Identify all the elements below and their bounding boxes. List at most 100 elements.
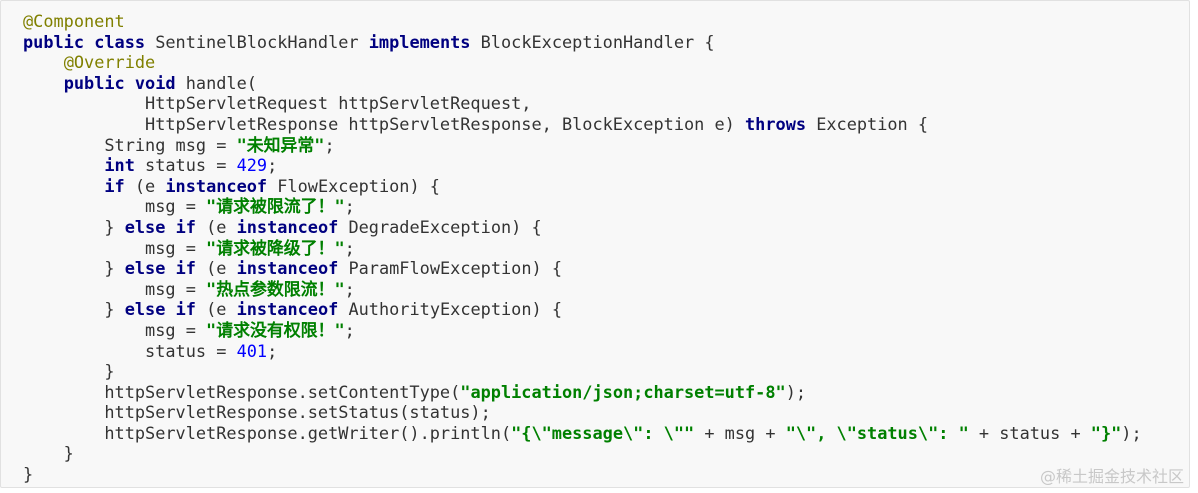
code-token-plain: (e [124, 175, 166, 196]
code-token-plain: msg = [23, 237, 207, 258]
code-token-kw: instanceof [236, 216, 339, 237]
code-token-str: "请求被降级了！" [206, 237, 345, 258]
code-token-plain [165, 258, 175, 278]
code-token-plain: msg = [23, 196, 207, 217]
code-token-kw: if [175, 299, 196, 320]
code-token-plain: ; [344, 319, 355, 340]
code-token-plain: } [23, 361, 115, 382]
code-token-kw: else [124, 258, 166, 279]
code-token-plain: ; [267, 340, 278, 361]
code-token-plain: String msg = [23, 134, 237, 155]
code-token-kw: instanceof [236, 299, 339, 320]
code-line: @Override [23, 52, 1142, 73]
code-token-plain: ); [785, 381, 807, 402]
code-token-plain [23, 52, 64, 72]
code-token-str: "application/json;charset=utf-8" [460, 381, 786, 402]
code-line: msg = "请求没有权限！"; [23, 320, 1142, 341]
code-line: msg = "请求被限流了！"; [23, 196, 1142, 217]
code-token-plain: msg = [23, 278, 207, 299]
code-token-plain: ; [324, 134, 335, 155]
code-token-plain: (e [195, 216, 237, 237]
code-line: if (e instanceof FlowException) { [23, 176, 1142, 197]
code-token-kw: if [175, 216, 196, 237]
code-line: } else if (e instanceof DegradeException… [23, 217, 1142, 238]
code-token-plain: ); [1121, 422, 1142, 443]
code-token-kw: class [94, 31, 146, 52]
code-token-kw: void [134, 72, 176, 93]
code-token-plain: DegradeException) { [338, 216, 542, 237]
code-line: String msg = "未知异常"; [23, 135, 1142, 156]
code-token-plain: } [23, 216, 125, 237]
code-token-plain [23, 73, 64, 93]
code-token-plain: httpServletResponse.setContentType( [23, 381, 461, 402]
code-token-plain: ParamFlowException) { [338, 258, 563, 279]
code-token-plain: + status + [968, 422, 1091, 443]
code-token-kw: public [23, 31, 85, 52]
code-token-plain: HttpServletResponse httpServletResponse,… [23, 113, 746, 134]
code-token-ann: @Component [23, 11, 125, 31]
code-line: HttpServletRequest httpServletRequest, [23, 93, 1142, 114]
code-line: } [23, 464, 1142, 485]
code-line: httpServletResponse.setContentType("appl… [23, 382, 1142, 403]
site-watermark: @稀土掘金技术社区 [1039, 467, 1184, 486]
code-token-str: "未知异常" [236, 134, 325, 155]
code-token-plain: ; [344, 278, 355, 299]
code-token-plain [23, 155, 104, 175]
code-token-kw: instanceof [236, 258, 339, 279]
code-token-plain: BlockExceptionHandler { [470, 31, 715, 52]
code-token-kw: public [63, 72, 125, 93]
code-token-plain [165, 217, 175, 237]
code-line: httpServletResponse.setStatus(status); [23, 402, 1142, 423]
code-token-str: "}" [1090, 422, 1122, 443]
code-token-plain: ; [267, 155, 278, 176]
code-line: } else if (e instanceof AuthorityExcepti… [23, 299, 1142, 320]
code-token-plain [23, 176, 104, 196]
code-line: httpServletResponse.getWriter().println(… [23, 422, 1142, 444]
code-token-plain: (e [195, 258, 237, 279]
code-token-kw: else [124, 216, 166, 237]
code-token-plain: msg = [23, 319, 207, 340]
code-line: public class SentinelBlockHandler implem… [23, 32, 1142, 53]
code-token-plain [165, 299, 175, 319]
code-line: } [23, 443, 1142, 464]
code-token-kw: if [175, 258, 196, 279]
code-token-plain: HttpServletRequest httpServletRequest, [23, 93, 532, 114]
code-token-kw: implements [368, 31, 471, 52]
code-line: public void handle( [23, 73, 1142, 94]
code-line: int status = 429; [23, 155, 1142, 176]
code-token-str: "请求被限流了！" [206, 196, 345, 217]
code-token-plain: status = [23, 340, 237, 361]
code-line: msg = "热点参数限流！"; [23, 279, 1142, 300]
code-token-plain: status = [134, 155, 237, 176]
code-token-plain: AuthorityException) { [338, 299, 563, 320]
code-token-ann: @Override [63, 52, 156, 73]
code-token-plain: SentinelBlockHandler [145, 31, 369, 52]
code-token-num: 429 [236, 155, 268, 176]
code-token-str: "{\"message\": \"" [511, 422, 695, 443]
code-line: status = 401; [23, 341, 1142, 362]
code-token-plain [125, 73, 135, 93]
code-token-plain: httpServletResponse.getWriter().println( [23, 422, 512, 443]
code-token-plain: ; [344, 237, 355, 258]
code-token-plain: (e [195, 299, 237, 320]
code-token-plain [84, 32, 94, 52]
code-token-plain: } [23, 258, 125, 279]
code-token-plain: handle( [175, 72, 257, 93]
code-token-plain: ; [344, 196, 355, 217]
code-token-kw: instanceof [165, 175, 268, 196]
code-line: @Component [23, 11, 1142, 32]
code-token-plain: Exception { [806, 113, 929, 134]
code-token-kw: int [104, 155, 135, 176]
code-token-kw: throws [745, 113, 807, 134]
code-token-str: "请求没有权限！" [206, 319, 345, 340]
code-token-str: "\", \"status\": " [785, 422, 969, 443]
code-line: msg = "请求被降级了！"; [23, 238, 1142, 259]
code-token-str: "热点参数限流！" [206, 278, 345, 299]
code-line: } [23, 361, 1142, 382]
code-token-plain: FlowException) { [267, 175, 440, 196]
code-token-plain: httpServletResponse.setStatus(status); [23, 402, 491, 423]
code-token-plain: } [23, 464, 34, 485]
code-token-plain: } [23, 443, 74, 464]
code-token-plain: + msg + [694, 422, 786, 443]
